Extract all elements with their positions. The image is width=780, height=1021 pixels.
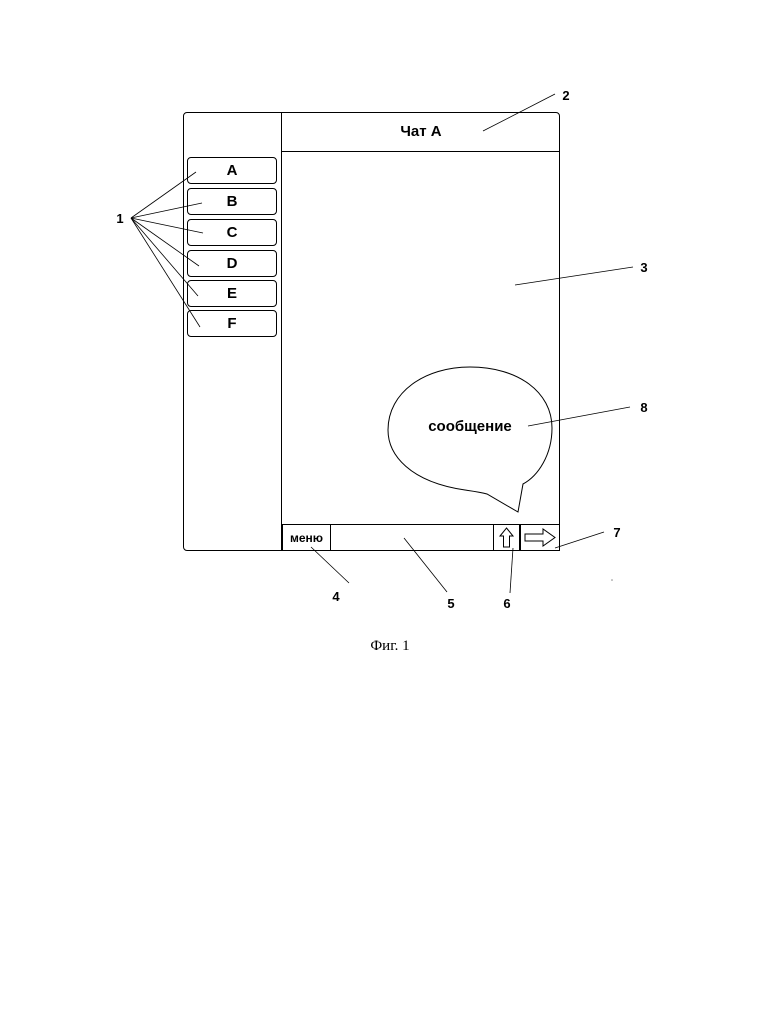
callout-8: 8 bbox=[634, 400, 654, 415]
callout-4: 4 bbox=[326, 589, 346, 604]
callout-6: 6 bbox=[497, 596, 517, 611]
contact-button-d[interactable]: D bbox=[187, 250, 277, 277]
menu-button[interactable]: меню bbox=[282, 524, 331, 551]
chat-header: Чат А bbox=[282, 112, 560, 152]
message-input[interactable] bbox=[331, 524, 493, 551]
contact-button-c[interactable]: C bbox=[187, 219, 277, 246]
chat-title: Чат А bbox=[400, 123, 441, 140]
bubble-text: сообщение bbox=[395, 418, 545, 435]
callout-5: 5 bbox=[441, 596, 461, 611]
callout-7: 7 bbox=[607, 525, 627, 540]
up-arrow-icon bbox=[494, 525, 519, 550]
callout-2: 2 bbox=[556, 88, 576, 103]
contact-button-e[interactable]: E bbox=[187, 280, 277, 307]
menu-button-label: меню bbox=[290, 531, 323, 545]
contact-button-b[interactable]: B bbox=[187, 188, 277, 215]
callout-3: 3 bbox=[634, 260, 654, 275]
up-button[interactable] bbox=[493, 524, 520, 551]
contact-button-a[interactable]: A bbox=[187, 157, 277, 184]
right-arrow-icon bbox=[521, 525, 559, 550]
contact-button-f[interactable]: F bbox=[187, 310, 277, 337]
callout-1: 1 bbox=[110, 211, 130, 226]
figure-caption: Фиг. 1 bbox=[340, 638, 440, 655]
send-button[interactable] bbox=[520, 524, 560, 551]
message-area[interactable] bbox=[282, 152, 560, 524]
